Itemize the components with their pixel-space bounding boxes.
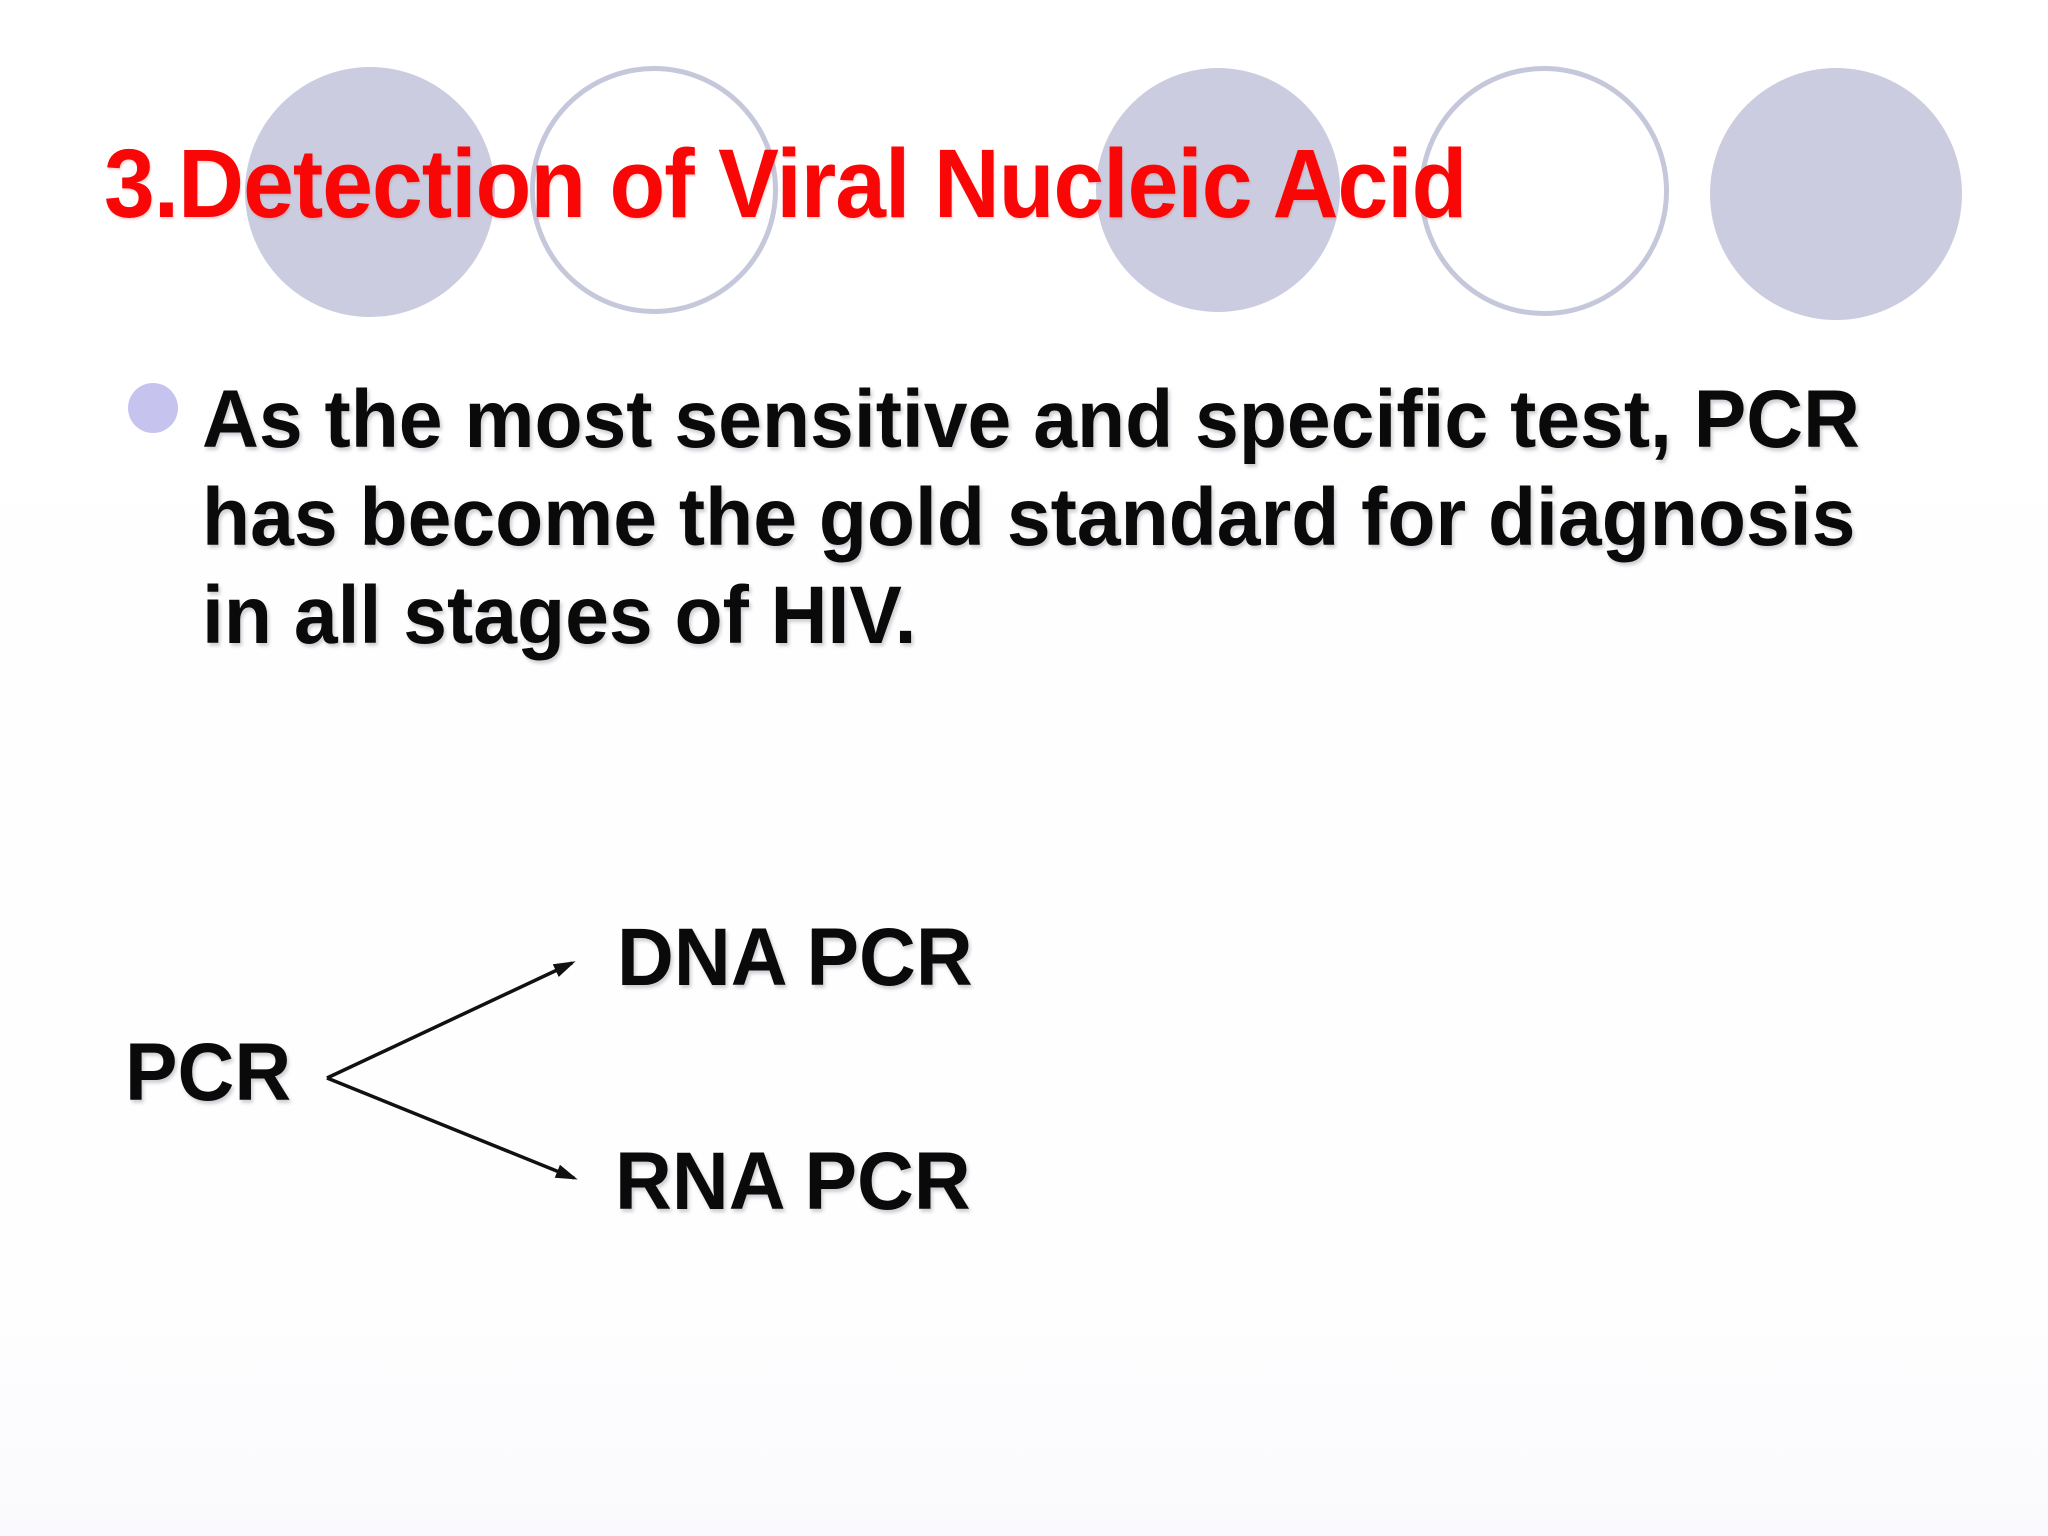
arrow-to-rna-pcr (326, 1076, 578, 1180)
diagram-branch-dna-label: DNA PCR (617, 912, 973, 1003)
bullet-marker-icon (128, 383, 178, 433)
bullet-line-2: has become the gold standard for diagnos… (202, 472, 1856, 563)
branch-arrows (326, 961, 578, 1180)
diagram-branch-rna-label: RNA PCR (615, 1136, 971, 1227)
diagram-root-label: PCR (125, 1027, 292, 1118)
decorative-circle-filled-1 (245, 67, 495, 317)
bullet-line-3: in all stages of HIV. (202, 570, 917, 661)
slide-title: 3.Detection of Viral Nucleic Acid (104, 129, 1467, 238)
decorative-circle-outlined-2 (530, 66, 778, 314)
arrow-to-dna-pcr (326, 961, 576, 1080)
bullet-paragraph: As the most sensitive and specific test,… (202, 371, 1929, 665)
decorative-circle-filled-3 (1096, 68, 1340, 312)
bullet-line-1: As the most sensitive and specific test,… (202, 374, 1861, 465)
decorative-circle-filled-5 (1710, 68, 1962, 320)
decorative-circle-outlined-4 (1419, 66, 1669, 316)
